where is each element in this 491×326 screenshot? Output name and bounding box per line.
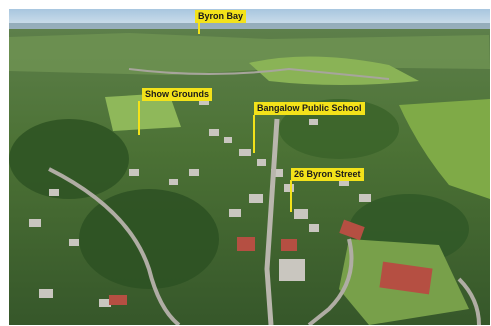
- right-pasture: [399, 99, 490, 199]
- label-show-grounds: Show Grounds: [142, 88, 212, 101]
- show-grounds-field: [105, 93, 181, 131]
- red-roofs: [109, 219, 433, 305]
- label-bangalow-public-school: Bangalow Public School: [254, 102, 365, 115]
- upper-road: [128, 67, 390, 80]
- label-pin-26-byron-street: [290, 180, 292, 212]
- aerial-photo: [9, 9, 490, 325]
- right-road: [307, 238, 354, 325]
- main-street: [264, 118, 280, 325]
- label-26-byron-street: 26 Byron Street: [291, 168, 364, 181]
- town-buildings: [29, 99, 371, 307]
- label-pin-byron-bay: [198, 22, 200, 34]
- left-road: [48, 167, 181, 325]
- tree-cluster: [9, 119, 129, 199]
- distant-coast: [9, 23, 490, 31]
- lower-right-road: [457, 277, 481, 325]
- aerial-photo-graphic: [9, 9, 490, 325]
- label-byron-bay: Byron Bay: [195, 10, 247, 23]
- label-pin-show-grounds: [138, 101, 140, 135]
- label-pin-bangalow-public-school: [253, 115, 255, 153]
